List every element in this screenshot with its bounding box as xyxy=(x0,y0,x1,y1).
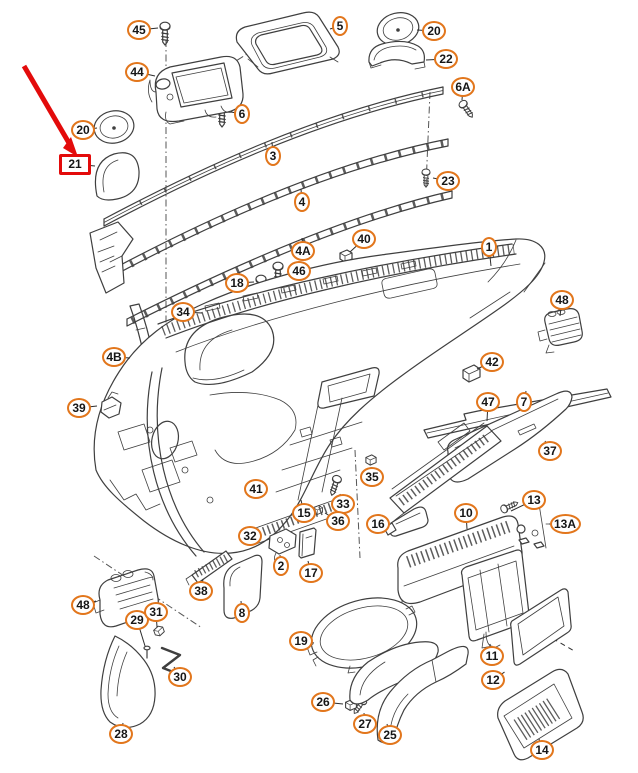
part-14-louver-panel xyxy=(497,668,584,761)
part-20-oval-right xyxy=(376,12,420,46)
part-8-tray xyxy=(223,554,263,619)
callout-2[interactable]: 2 xyxy=(273,556,289,576)
part-38-rail xyxy=(185,550,233,586)
callout-21-highlighted[interactable]: 21 xyxy=(59,153,91,175)
part-22-bracket xyxy=(368,40,426,70)
part-2-switch xyxy=(268,528,297,564)
callout-37[interactable]: 37 xyxy=(538,441,562,461)
part-42-switch xyxy=(462,364,481,383)
part-37-door-panel xyxy=(447,390,573,483)
callout-47[interactable]: 47 xyxy=(476,392,500,412)
callout-40[interactable]: 40 xyxy=(352,229,376,249)
callout-32[interactable]: 32 xyxy=(238,526,262,546)
callout-35[interactable]: 35 xyxy=(360,467,384,487)
callout-13A[interactable]: 13A xyxy=(549,514,581,534)
part-13a-fasteners xyxy=(516,503,550,549)
part-4a-trim-strip xyxy=(126,190,453,327)
callout-45[interactable]: 45 xyxy=(127,20,151,40)
part-29-pin xyxy=(143,645,151,659)
callout-10[interactable]: 10 xyxy=(454,503,478,523)
part-21-cover xyxy=(94,152,140,201)
part-44-hud xyxy=(148,55,244,125)
callout-42[interactable]: 42 xyxy=(480,352,504,372)
part-39-bracket xyxy=(100,391,122,419)
callout-48[interactable]: 48 xyxy=(71,595,95,615)
callout-31[interactable]: 31 xyxy=(144,602,168,622)
part-26-shell xyxy=(349,641,439,705)
part-48-vent-right xyxy=(537,308,583,354)
callout-26[interactable]: 26 xyxy=(311,692,335,712)
callout-5[interactable]: 5 xyxy=(332,16,348,36)
callout-46[interactable]: 46 xyxy=(287,261,311,281)
callout-4B[interactable]: 4B xyxy=(102,347,126,367)
callout-19[interactable]: 19 xyxy=(289,631,313,651)
part-5-bezel xyxy=(235,11,340,75)
callout-8[interactable]: 8 xyxy=(234,603,250,623)
callout-18[interactable]: 18 xyxy=(225,273,249,293)
callout-1[interactable]: 1 xyxy=(481,237,497,257)
callout-7[interactable]: 7 xyxy=(516,392,532,412)
part-17-plate xyxy=(298,527,317,559)
part-28-end-cap xyxy=(100,635,156,729)
callout-16[interactable]: 16 xyxy=(366,514,390,534)
callout-13[interactable]: 13 xyxy=(522,490,546,510)
part-16-damper xyxy=(383,506,429,537)
callout-6A[interactable]: 6A xyxy=(451,77,475,97)
callout-3[interactable]: 3 xyxy=(265,146,281,166)
callout-4A[interactable]: 4A xyxy=(291,241,315,261)
callout-22[interactable]: 22 xyxy=(434,49,458,69)
callout-27[interactable]: 27 xyxy=(353,714,377,734)
callout-15[interactable]: 15 xyxy=(292,503,316,523)
callout-30[interactable]: 30 xyxy=(168,667,192,687)
callout-20[interactable]: 20 xyxy=(71,120,95,140)
callout-14[interactable]: 14 xyxy=(530,740,554,760)
callout-6[interactable]: 6 xyxy=(234,104,250,124)
callout-44[interactable]: 44 xyxy=(125,62,149,82)
callout-25[interactable]: 25 xyxy=(378,725,402,745)
callout-38[interactable]: 38 xyxy=(189,581,213,601)
part-3-trim-strip xyxy=(103,86,444,227)
callout-34[interactable]: 34 xyxy=(171,302,195,322)
callout-36[interactable]: 36 xyxy=(326,511,350,531)
callout-17[interactable]: 17 xyxy=(299,563,323,583)
callout-20[interactable]: 20 xyxy=(422,21,446,41)
callout-41[interactable]: 41 xyxy=(244,479,268,499)
pillar-corner-piece xyxy=(89,221,134,294)
part-1-instrument-panel xyxy=(93,238,546,557)
callout-48[interactable]: 48 xyxy=(550,290,574,310)
part-12-lid xyxy=(510,588,572,666)
callout-28[interactable]: 28 xyxy=(109,724,133,744)
callout-23[interactable]: 23 xyxy=(436,171,460,191)
callout-39[interactable]: 39 xyxy=(67,398,91,418)
callout-11[interactable]: 11 xyxy=(480,646,504,666)
callout-12[interactable]: 12 xyxy=(481,670,505,690)
callout-4[interactable]: 4 xyxy=(294,192,310,212)
